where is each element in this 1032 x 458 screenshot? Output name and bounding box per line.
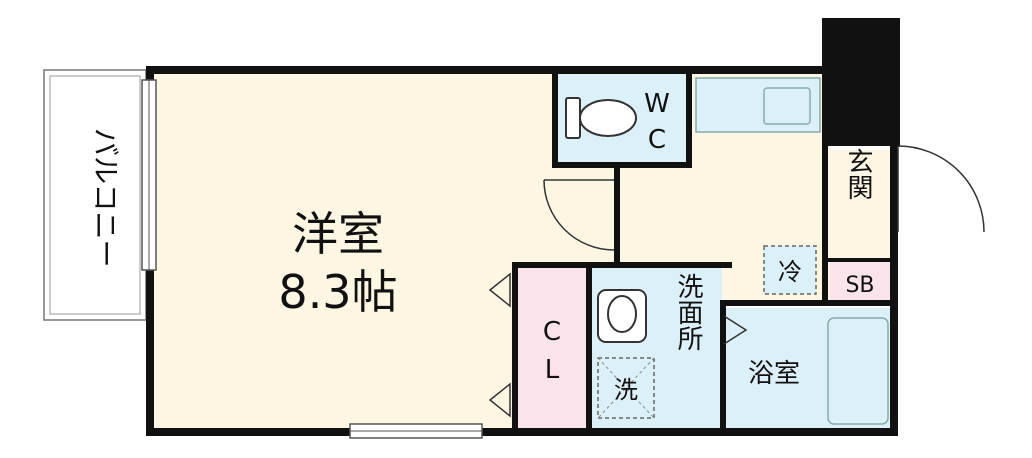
door-swings — [488, 145, 985, 418]
shoe-box-floor — [830, 262, 890, 304]
bath-label: 浴室 — [748, 359, 800, 389]
western-room-name: 洋室 — [292, 207, 384, 261]
western-room-size: 8.3帖 — [278, 265, 397, 319]
washroom-label: 洗面所 — [673, 273, 703, 351]
toilet-icon — [565, 97, 637, 139]
entrance-column — [822, 18, 900, 146]
wc-label-line1: W — [644, 89, 670, 119]
bathtub — [827, 317, 889, 425]
shoe-box-label: SB — [845, 273, 874, 298]
wash-basin-icon — [597, 289, 647, 343]
entrance-floor — [826, 150, 892, 262]
entrance-label: 玄関 — [843, 148, 873, 200]
closet-floor — [514, 266, 588, 430]
fridge-label: 冷 — [778, 258, 802, 286]
fridge-space-box — [763, 245, 817, 295]
balcony-inner-rail — [49, 75, 141, 315]
wc-label-line2: C — [648, 125, 666, 155]
closet-label-line1: C — [543, 317, 561, 347]
sink — [763, 87, 811, 125]
closet-label-line2: L — [545, 355, 560, 385]
balcony-area — [43, 69, 147, 321]
balcony-label: バルコニー — [89, 128, 122, 267]
washer-label: 洗 — [614, 376, 638, 404]
